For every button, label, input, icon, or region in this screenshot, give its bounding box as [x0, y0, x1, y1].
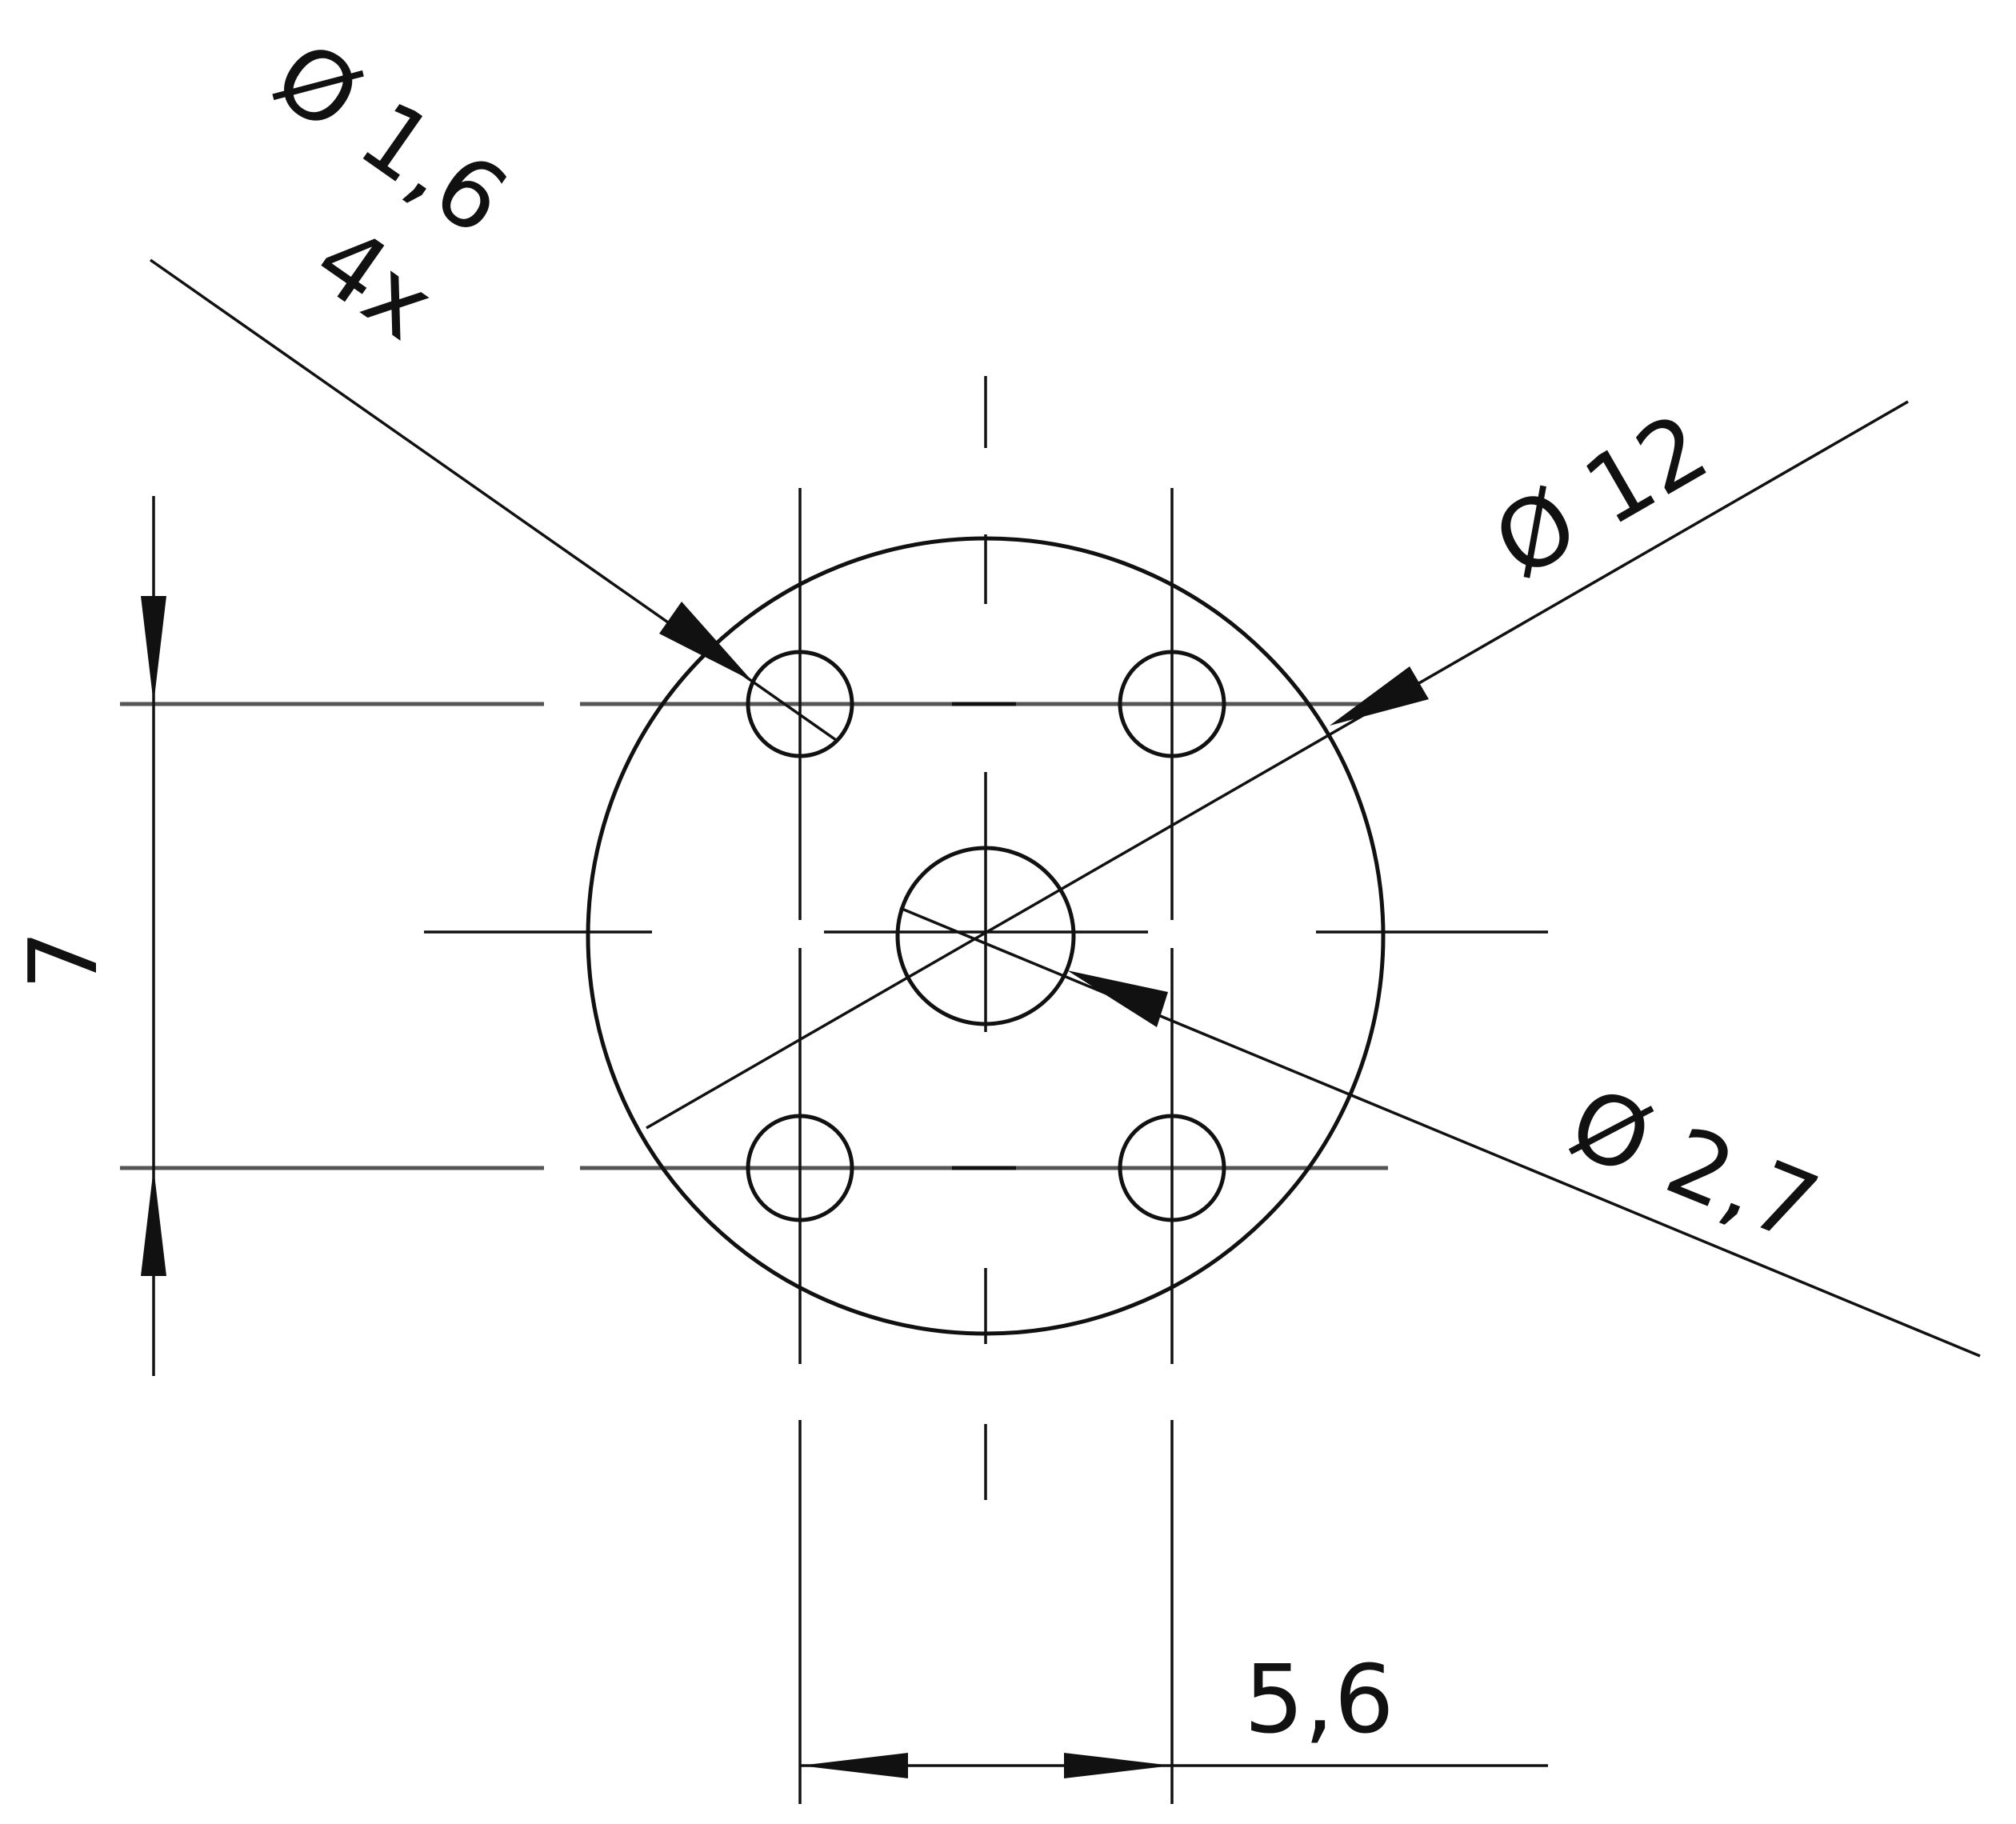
outer-diameter-label: Ø 12 — [1476, 391, 1726, 599]
center-hole-leader-line — [899, 906, 1981, 1358]
vertical-dimension-arrow-top — [141, 596, 166, 704]
part-geometry — [586, 536, 1386, 1336]
vertical-dimension-arrow-bottom — [141, 1168, 166, 1276]
small-hole-diameter-label: Ø 1,6 — [255, 20, 527, 256]
horizontal-dimension-arrow-left — [800, 1753, 908, 1778]
outer-diameter-arrow — [1330, 666, 1429, 726]
horizontal-spacing-dimension: 5,6 — [800, 1644, 1548, 1778]
vertical-spacing-dimension: 7 — [8, 496, 166, 1376]
outer-diameter-dimension: Ø 12 — [646, 391, 1909, 1130]
center-hole-circle — [895, 846, 1076, 1026]
small-hole-diameter-dimension: Ø 1,6 4x — [149, 20, 838, 742]
outer-flange-circle — [586, 536, 1386, 1336]
center-hole-diameter-dimension: Ø 2,7 — [899, 906, 1981, 1358]
centerlines — [120, 376, 1548, 1804]
center-hole-diameter-label: Ø 2,7 — [1556, 1066, 1834, 1264]
horizontal-dimension-arrow-right — [1064, 1753, 1172, 1778]
center-hole-leader-arrow — [1067, 970, 1168, 1027]
horizontal-spacing-label: 5,6 — [1244, 1644, 1394, 1754]
hole-top-left — [746, 650, 854, 758]
hole-bottom-right — [1118, 1114, 1226, 1222]
small-hole-leader-arrow — [659, 602, 752, 681]
vertical-spacing-label: 7 — [8, 930, 118, 990]
hole-bottom-left — [746, 1114, 854, 1222]
hole-top-right — [1118, 650, 1226, 758]
outer-diameter-line — [646, 400, 1909, 1130]
